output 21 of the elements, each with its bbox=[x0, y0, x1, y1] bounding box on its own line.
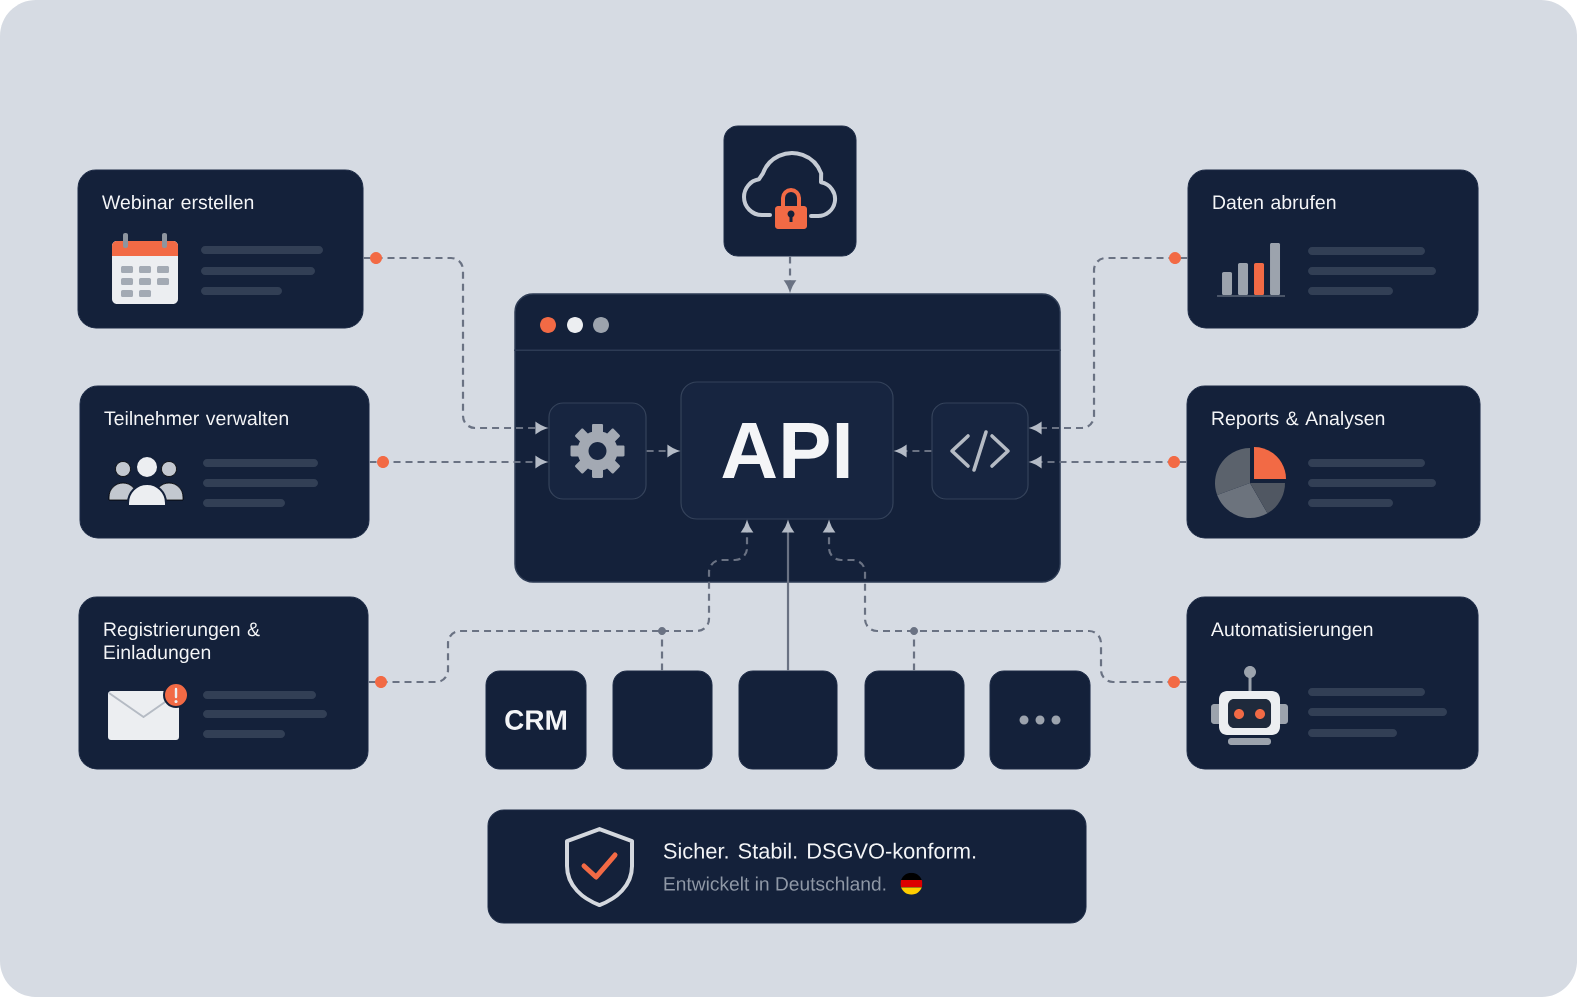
integration-tile bbox=[738, 670, 838, 770]
arrow bbox=[369, 456, 547, 468]
card-title: Daten abrufen bbox=[1213, 194, 1336, 210]
arrow bbox=[896, 445, 932, 457]
arrow bbox=[1031, 456, 1187, 468]
integration-tile: CRM bbox=[485, 670, 587, 770]
arrow bbox=[784, 256, 796, 291]
api-box: API bbox=[680, 381, 894, 520]
card-title: Registrierungen & Einladungen bbox=[104, 621, 260, 664]
arrow bbox=[782, 522, 794, 671]
arrow bbox=[646, 445, 679, 457]
card-title: Reports & Analysen bbox=[1212, 410, 1385, 430]
integration-tile bbox=[612, 670, 713, 770]
arrow bbox=[1031, 256, 1188, 434]
banner-heading: Sicher. Stabil. DSGVO-konform. bbox=[663, 842, 976, 859]
integration-tile bbox=[864, 670, 965, 770]
card-title: Automatisierungen bbox=[1210, 621, 1373, 641]
banner-subtitle: Entwickelt in Deutschland. bbox=[664, 876, 886, 891]
card-title: Teilnehmer verwalten bbox=[104, 410, 288, 426]
card-title: Webinar erstellen bbox=[102, 194, 254, 210]
arrow bbox=[363, 256, 547, 434]
